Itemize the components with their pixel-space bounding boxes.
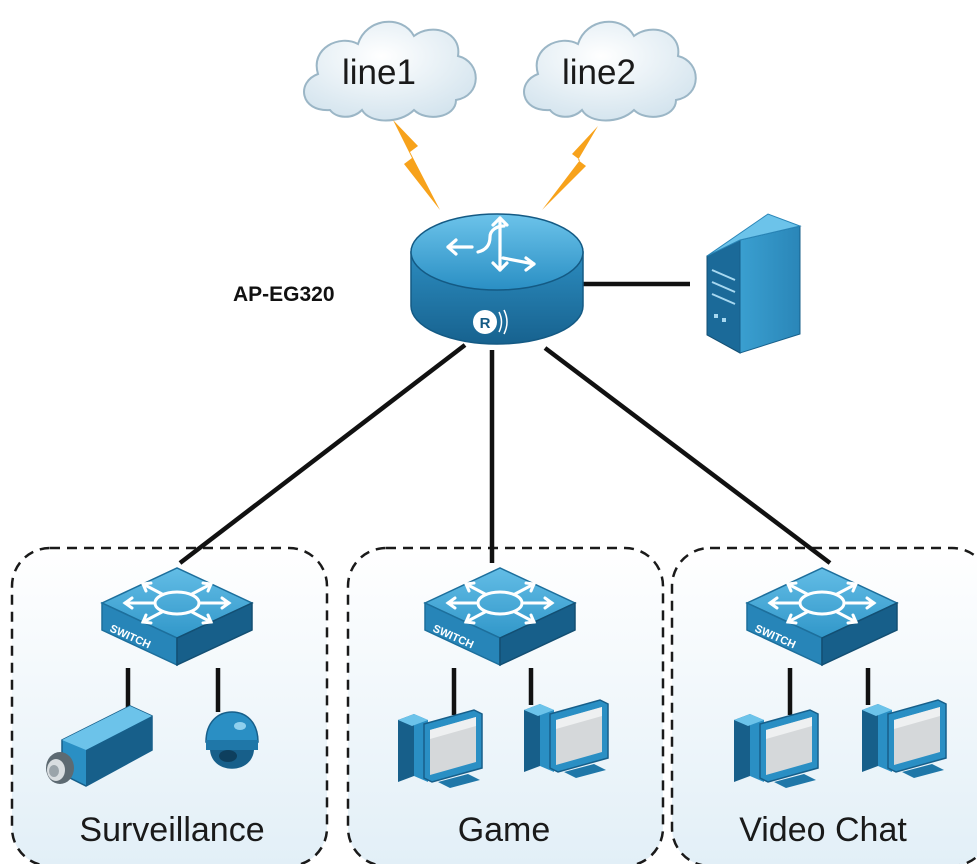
router-badge: R (480, 315, 491, 332)
lightning-line2-icon (542, 126, 598, 210)
desktop-computer-icon (397, 709, 483, 789)
cloud-line1-label: line1 (342, 53, 416, 92)
links (125, 281, 871, 715)
dome-camera-icon (205, 711, 259, 769)
link-router-switch-surveillance (178, 343, 467, 565)
camera-icon (46, 705, 153, 787)
group-label-surveillance: Surveillance (79, 811, 264, 849)
cloud-line2-label: line2 (562, 53, 636, 92)
group-label-video-chat: Video Chat (739, 811, 907, 849)
group-label-game: Game (458, 811, 551, 849)
cloud-line1-icon: line1 (303, 20, 477, 122)
router-icon: R (410, 213, 584, 345)
router-label: AP-EG320 (233, 283, 335, 306)
link-router-switch-video-chat (543, 346, 832, 565)
server-icon (706, 213, 802, 354)
desktop-computer-icon (523, 699, 609, 779)
desktop-computer-icon (861, 699, 947, 779)
desktop-computer-icon (733, 709, 819, 789)
cloud-line2-icon: line2 (523, 20, 697, 122)
lightning-line1-icon (393, 120, 440, 210)
